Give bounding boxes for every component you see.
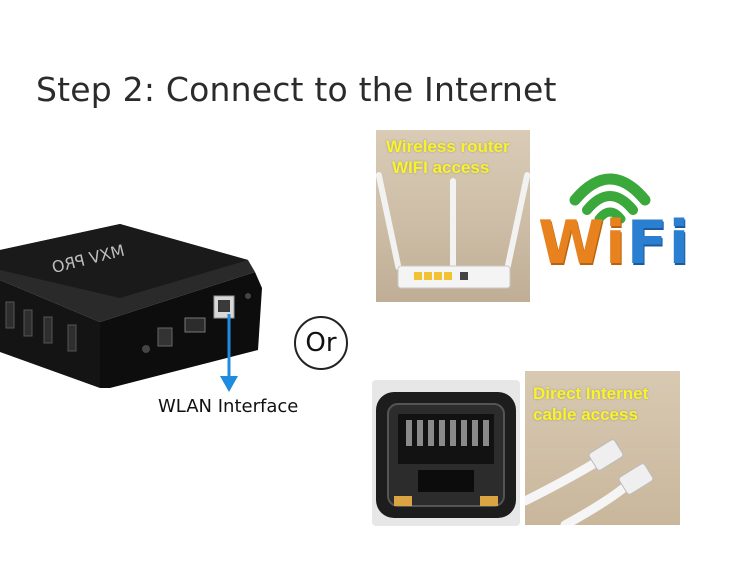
or-separator: Or [294,316,348,370]
tv-box-device: MXV PRO [0,224,262,392]
wifi-logo-icon [569,173,651,224]
ethernet-port-icon [376,392,516,518]
wifi-text-wi: Wi [538,208,627,278]
wireless-caption-line1: Wireless router [386,137,510,156]
wlan-interface-label: WLAN Interface [158,396,299,417]
ethernet-cable-panel: Direct Internet cable access [525,371,680,525]
wired-caption-line1: Direct Internet [533,384,649,403]
router-icon [376,172,530,289]
wireless-router-panel: Wireless router WIFI access [376,130,530,302]
page-title: Step 2: Connect to the Internet [36,70,557,109]
wired-caption-line2: cable access [533,405,638,424]
wifi-word: WiFi [538,208,690,278]
wireless-caption-line2: WIFI access [392,158,490,177]
ethernet-cable-icon [525,439,654,525]
wifi-text-fi: Fi [626,208,691,278]
ethernet-port-closeup [372,380,520,526]
